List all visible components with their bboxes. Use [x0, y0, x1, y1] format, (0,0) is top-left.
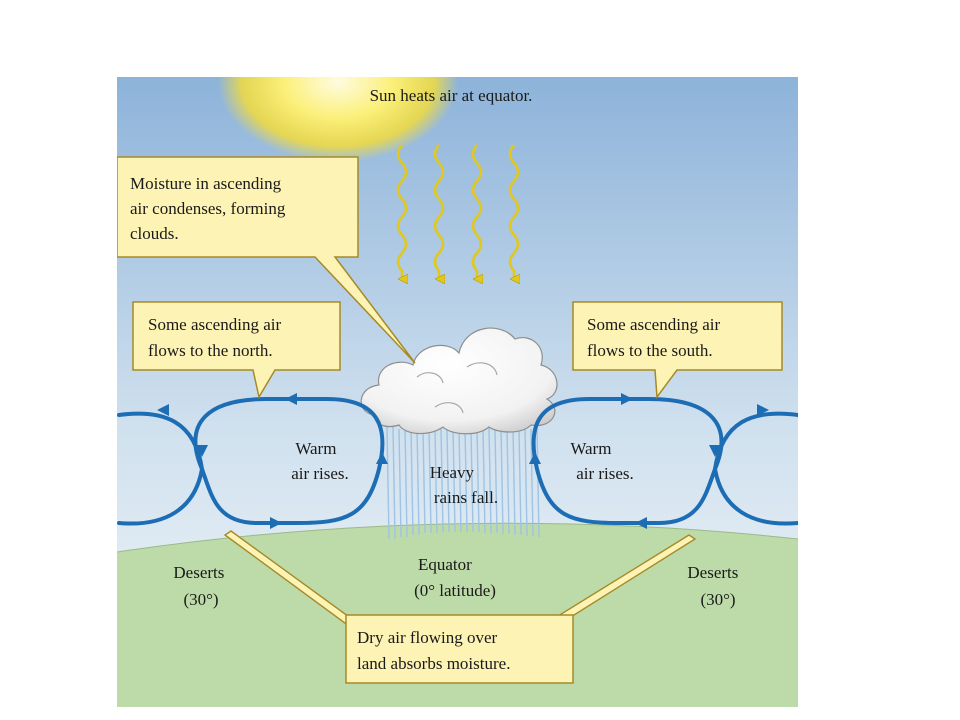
svg-text:Some ascending air flows: Some ascending air flows to the north. — [148, 315, 285, 360]
arrow-left-icon — [157, 404, 169, 416]
callout-south: Some ascending air flows to the south. — [572, 301, 783, 400]
arrow-left-icon — [285, 393, 297, 405]
callout-dry-air-line-1: Dry air flowing over — [357, 628, 498, 647]
sun-label: Sun heats air at equator. — [370, 86, 533, 105]
arrow-up-icon — [376, 452, 388, 464]
sun-ray-arrow-icon — [433, 144, 443, 279]
sun-rays — [396, 144, 518, 279]
sun-ray-arrow-icon — [471, 144, 481, 279]
callout-dry-air: Dry air flowing over land absorbs moistu… — [345, 614, 574, 684]
circulation-arrowheads — [157, 393, 769, 529]
svg-text:Dry air flowing over lan: Dry air flowing over land absorbs moistu… — [357, 628, 510, 673]
sun-ray-arrow-icon — [396, 144, 406, 279]
sun-icon — [218, 77, 458, 162]
deserts-right-label: Deserts (30°) — [687, 563, 742, 609]
circulation-diagram: Sun heats air at equator. — [117, 77, 798, 707]
sun-ray-arrow-icon — [508, 144, 518, 279]
left-edge-loop — [117, 411, 205, 526]
arrow-right-icon — [621, 393, 633, 405]
equator-label: Equator (0° latitude) — [414, 555, 496, 600]
callout-clouds: Moisture in ascending air condenses, for… — [117, 156, 416, 364]
callout-clouds-line-2: air condenses, forming — [130, 199, 286, 218]
heavy-rain-label: Heavy rains fall. — [430, 463, 498, 507]
callout-north-line-2: flows to the north. — [148, 341, 273, 360]
right-edge-loop — [712, 411, 798, 526]
callout-clouds-line-3: clouds. — [130, 224, 179, 243]
callout-dry-air-line-2: land absorbs moisture. — [357, 654, 510, 673]
cloud-icon — [360, 327, 558, 435]
arrow-left-icon — [757, 404, 769, 416]
deserts-left-label: Deserts (30°) — [173, 563, 228, 609]
callout-north: Some ascending air flows to the north. — [132, 301, 341, 400]
callout-north-line-1: Some ascending air — [148, 315, 281, 334]
callout-clouds-line-1: Moisture in ascending — [130, 174, 282, 193]
arrow-left-icon — [635, 517, 647, 529]
callout-south-line-1: Some ascending air — [587, 315, 720, 334]
warm-air-right-label: Warm air rises. — [570, 439, 633, 483]
arrow-up-icon — [529, 452, 541, 464]
svg-text:Moisture in ascending ai: Moisture in ascending air condenses, for… — [130, 174, 290, 243]
svg-text:Some ascending air flows: Some ascending air flows to the south. — [587, 315, 724, 360]
arrow-down-icon — [709, 445, 721, 457]
warm-air-left-label: Warm air rises. — [291, 439, 349, 483]
rain — [386, 426, 540, 540]
callout-south-line-2: flows to the south. — [587, 341, 713, 360]
arrow-down-icon — [196, 445, 208, 457]
arrow-right-icon — [270, 517, 282, 529]
